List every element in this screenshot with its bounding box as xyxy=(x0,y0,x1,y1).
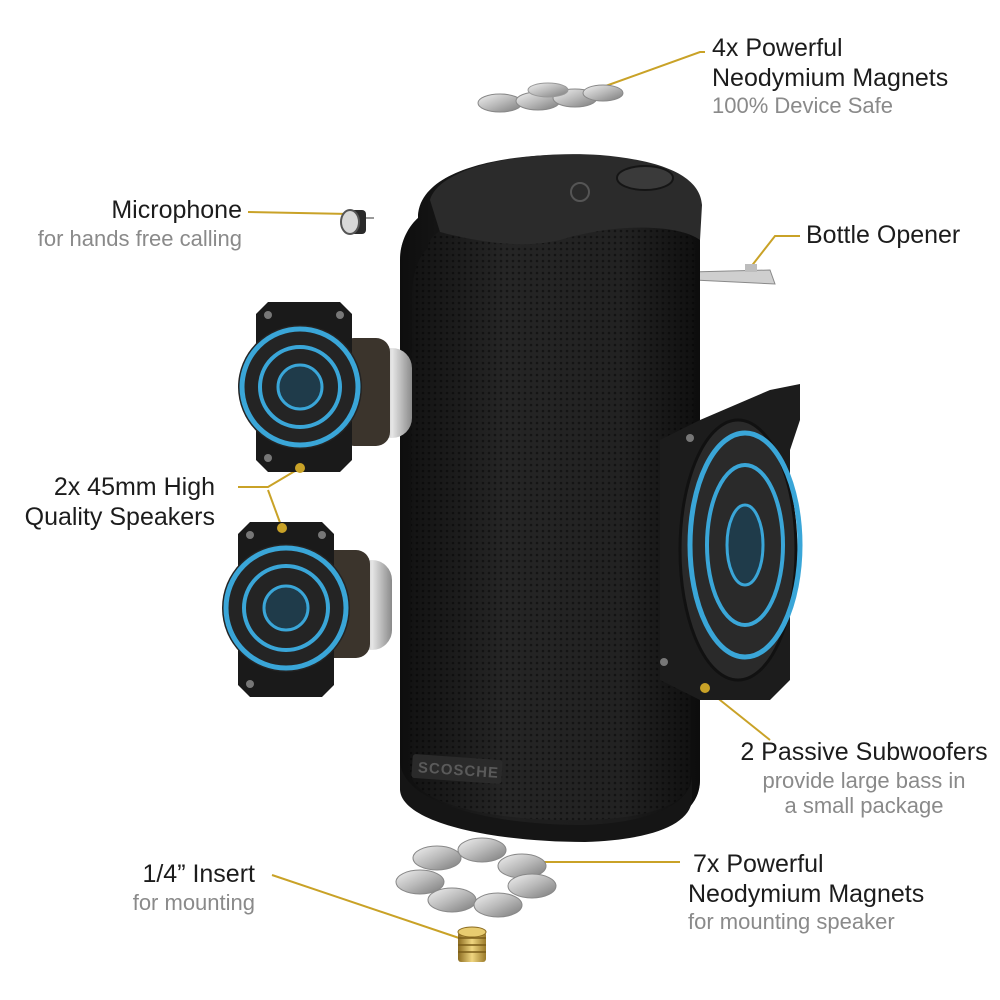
top-magnets-subtitle: 100% Device Safe xyxy=(712,93,893,118)
leader-insert xyxy=(271,874,466,941)
callout-microphone: Microphone for hands free calling xyxy=(0,196,242,251)
top-magnets-title-2: Neodymium Magnets xyxy=(712,63,949,92)
microphone-title: Microphone xyxy=(111,196,242,224)
top-magnets-icon xyxy=(477,82,624,113)
leader-microphone xyxy=(247,211,351,215)
microphone-icon xyxy=(340,209,374,235)
bottom-magnets-title-1: 7x Powerful xyxy=(693,850,824,878)
insert-subtitle: for mounting xyxy=(132,889,255,915)
speakers-title-2: Quality Speakers xyxy=(24,502,215,531)
top-magnets-title-1: 4x Powerful xyxy=(712,34,843,62)
insert-title: 1/4” Insert xyxy=(142,860,255,888)
bottom-magnets-subtitle: for mounting speaker xyxy=(688,909,895,934)
bottom-magnets-icon xyxy=(395,837,557,918)
callout-subwoofers: 2 Passive Subwoofers provide large bass … xyxy=(730,738,998,819)
threaded-insert-icon xyxy=(457,926,487,962)
leader-top-magnets xyxy=(599,51,705,89)
callout-speakers: 2x 45mm High Quality Speakers xyxy=(5,473,215,532)
callout-bottom-magnets: 7x Powerful Neodymium Magnets for mounti… xyxy=(688,850,988,935)
passive-subwoofer-icon xyxy=(660,384,803,700)
brand-logo: SCOSCHE xyxy=(417,759,499,782)
bottom-magnets-title-2: Neodymium Magnets xyxy=(688,879,925,908)
subwoofers-subtitle-1: provide large bass in xyxy=(762,767,966,793)
callout-top-magnets: 4x Powerful Neodymium Magnets 100% Devic… xyxy=(712,34,948,119)
speaker-driver-upper-icon xyxy=(238,302,412,473)
subwoofers-subtitle-2: a small package xyxy=(784,793,944,819)
speaker-driver-lower-icon xyxy=(222,522,392,697)
speaker-body: SCOSCHE xyxy=(400,154,702,842)
leader-bottle-opener xyxy=(749,235,800,269)
speakers-title-1: 2x 45mm High xyxy=(53,473,215,501)
bottle-opener-icon xyxy=(689,264,776,285)
callout-insert: 1/4” Insert for mounting xyxy=(55,860,255,915)
leader-speakers-lower xyxy=(267,489,283,529)
subwoofers-title: 2 Passive Subwoofers xyxy=(740,738,988,766)
bottle-opener-title: Bottle Opener xyxy=(806,221,961,249)
microphone-subtitle: for hands free calling xyxy=(37,225,242,251)
leader-speakers-upper xyxy=(238,467,301,488)
callout-bottle-opener: Bottle Opener xyxy=(806,221,960,251)
